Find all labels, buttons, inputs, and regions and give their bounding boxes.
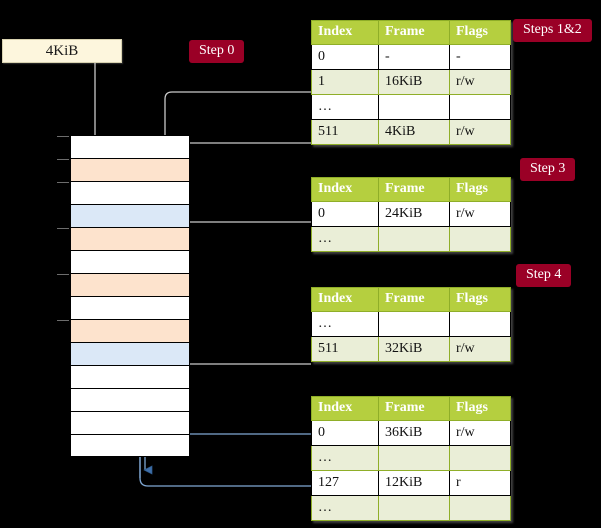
table-level0-r3-frame: 4KiB <box>378 119 450 145</box>
table-level0-r2-flags <box>449 94 511 120</box>
memory-frame-11 <box>70 388 190 411</box>
table-level0-r0-flags: - <box>449 44 511 70</box>
memory-frame-2 <box>57 181 190 204</box>
table-level2-r0-frame <box>378 311 450 337</box>
table-row: 0-- <box>311 44 511 70</box>
table-row: … <box>311 495 511 521</box>
table-level0-r1-flags: r/w <box>449 69 511 95</box>
memory-tick-0 <box>57 136 69 137</box>
table-level1-r1-flags <box>449 226 511 252</box>
table-level0-r1-frame: 16KiB <box>378 69 450 95</box>
table-level3-r2-flags: r <box>449 470 511 496</box>
memory-frame-5 <box>70 250 190 273</box>
table-level1-r1-frame <box>378 226 450 252</box>
table-level1-r0-frame: 24KiB <box>378 201 450 227</box>
table-row: … <box>311 94 511 120</box>
table-level3-r3-frame <box>378 495 450 521</box>
table-level0-r3-index: 511 <box>311 119 379 145</box>
table-level3-header-frame: Frame <box>378 396 450 421</box>
memory-frame-6 <box>57 273 190 296</box>
table-level1-header-index: Index <box>311 177 379 202</box>
frame-4kib-label: 4KiB <box>45 43 79 59</box>
wire-level1-row0 <box>178 221 311 252</box>
table-level3-r3-index: … <box>311 495 379 521</box>
table-level2-r1-frame: 32KiB <box>378 336 450 362</box>
table-level0-r2-frame <box>378 94 450 120</box>
memory-frame-8 <box>57 319 190 342</box>
table-level0-r0-index: 0 <box>311 44 379 70</box>
memory-frame-3 <box>70 204 190 227</box>
table-level3-r1-frame <box>378 445 450 471</box>
table-level3-r1-index: … <box>311 445 379 471</box>
table-level1-r1-index: … <box>311 226 379 252</box>
memory-frame-9 <box>70 342 190 365</box>
table-level0-r2-index: … <box>311 94 379 120</box>
table-row: … <box>311 311 511 337</box>
table-row: … <box>311 226 511 252</box>
table-level1-header-frame: Frame <box>378 177 450 202</box>
memory-tick-2 <box>57 182 69 183</box>
table-level0-r3-flags: r/w <box>449 119 511 145</box>
memory-frame-13 <box>70 434 190 457</box>
physical-memory-column <box>57 135 190 457</box>
memory-frame-0 <box>57 135 190 158</box>
table-level2-r1-flags: r/w <box>449 336 511 362</box>
table-level0-r0-frame: - <box>378 44 450 70</box>
memory-frame-12 <box>70 411 190 434</box>
table-level3-r0-index: 0 <box>311 420 379 446</box>
memory-tick-8 <box>57 320 69 321</box>
table-level3-r1-flags <box>449 445 511 471</box>
table-level3-r2-frame: 12KiB <box>378 470 450 496</box>
table-level3-r2-index: 127 <box>311 470 379 496</box>
table-level2-header-frame: Frame <box>378 287 450 312</box>
memory-tick-6 <box>57 274 69 275</box>
table-level2-header-flags: Flags <box>449 287 511 312</box>
table-level2-r0-flags <box>449 311 511 337</box>
table-level3-r0-frame: 36KiB <box>378 420 450 446</box>
table-level3-header-flags: Flags <box>449 396 511 421</box>
badge-step3: Step 3 <box>520 158 576 181</box>
memory-frame-4 <box>57 227 190 250</box>
table-level0-r1-index: 1 <box>311 69 379 95</box>
frame-4kib-box: 4KiB <box>2 39 122 63</box>
table-level2-r1-index: 511 <box>311 336 379 362</box>
table-level1-header-flags: Flags <box>449 177 511 202</box>
table-row: … <box>311 445 511 471</box>
table-level0-header-index: Index <box>311 20 379 45</box>
table-level1-r0-index: 0 <box>311 201 379 227</box>
table-level3-header-index: Index <box>311 396 379 421</box>
table-level0-header-frame: Frame <box>378 20 450 45</box>
table-level2-header-index: Index <box>311 287 379 312</box>
badge-step0: Step 0 <box>189 40 245 63</box>
memory-frame-7 <box>70 296 190 319</box>
memory-frame-1 <box>57 158 190 181</box>
badge-step4: Step 4 <box>516 264 572 287</box>
memory-tick-1 <box>57 159 69 160</box>
memory-tick-4 <box>57 228 69 229</box>
table-level3-r3-flags <box>449 495 511 521</box>
memory-frame-10 <box>70 365 190 388</box>
table-level2-r0-index: … <box>311 311 379 337</box>
table-level3-r0-flags: r/w <box>449 420 511 446</box>
table-level0-header-flags: Flags <box>449 20 511 45</box>
table-level1-r0-flags: r/w <box>449 201 511 227</box>
wire-level2-row511 <box>178 318 311 365</box>
badge-steps1and2: Steps 1&2 <box>513 19 592 42</box>
